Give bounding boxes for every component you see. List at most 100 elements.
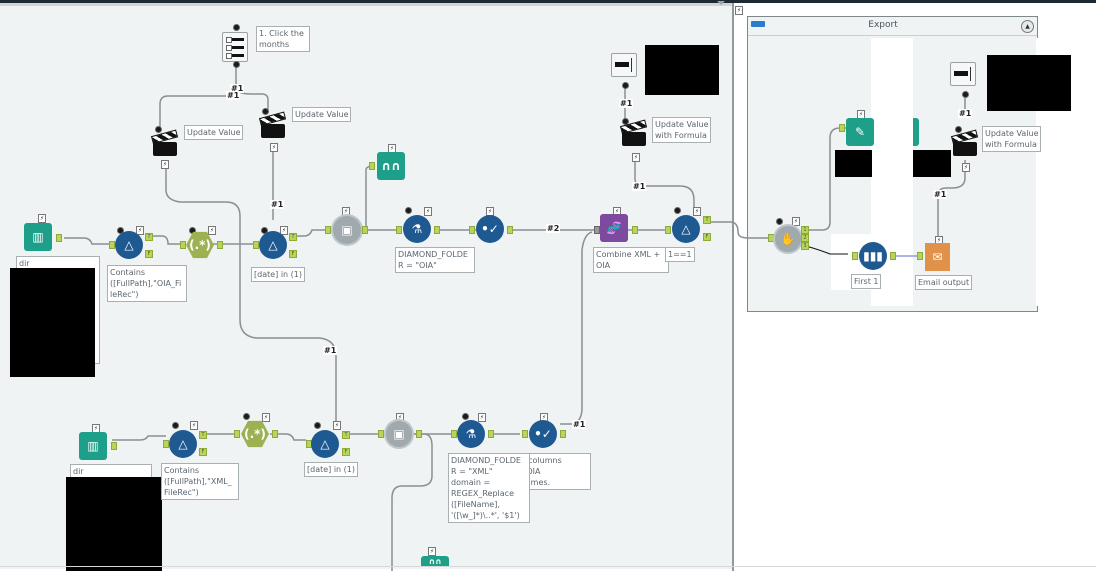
false-anchor[interactable]: F — [342, 448, 350, 456]
regex-icon[interactable]: (.*) — [186, 231, 214, 259]
output-anchor[interactable] — [507, 226, 513, 234]
dynamic-input-icon[interactable]: ▣ — [333, 216, 361, 244]
output-anchor[interactable] — [416, 430, 422, 438]
lightning-icon[interactable]: ⚡ — [693, 207, 701, 216]
output-anchor[interactable] — [362, 226, 368, 234]
output-anchor[interactable] — [890, 252, 896, 260]
lightning-icon[interactable]: ⚡ — [136, 226, 144, 235]
formula-flask-icon[interactable]: ⚗ — [457, 420, 485, 448]
directory-icon[interactable]: ▥ — [79, 432, 107, 460]
formula-flask-icon[interactable]: ⚗ — [403, 215, 431, 243]
interface-question-anchor[interactable] — [233, 24, 240, 31]
collapse-button[interactable]: ▲ — [1021, 20, 1034, 33]
lightning-icon[interactable]: ⚡ — [342, 207, 350, 216]
container-header[interactable]: Export ▲ — [748, 17, 1037, 36]
directory-icon[interactable]: ▥ — [24, 223, 52, 251]
canvas-divider[interactable] — [732, 3, 734, 571]
true-anchor[interactable]: T — [703, 216, 711, 224]
output-anchor[interactable] — [560, 430, 566, 438]
true-anchor[interactable]: T — [342, 431, 350, 439]
scroll-caret-icon[interactable] — [717, 1, 725, 5]
select-icon[interactable]: •✓ — [529, 420, 557, 448]
output-anchor[interactable] — [434, 226, 440, 234]
action-question-anchor[interactable] — [155, 126, 162, 133]
output-anchor[interactable] — [217, 241, 223, 249]
true-anchor[interactable]: T — [145, 233, 153, 241]
input-anchor[interactable] — [469, 226, 475, 234]
lightning-icon[interactable]: ⚡ — [38, 214, 46, 223]
lightning-icon[interactable]: ⚡ — [428, 547, 436, 556]
true-anchor[interactable]: T — [289, 233, 297, 241]
lightning-icon[interactable]: ⚡ — [280, 226, 288, 235]
input-anchor[interactable] — [522, 430, 528, 438]
block-output-3[interactable]: 3 — [801, 242, 809, 250]
lightning-icon[interactable]: ⚡ — [792, 217, 800, 226]
lightning-icon[interactable]: ⚡ — [262, 413, 270, 422]
email-envelope-icon[interactable]: ✉ — [925, 243, 950, 271]
input-anchor[interactable] — [852, 252, 858, 260]
block-until-done-hand-icon[interactable]: ✋ — [775, 226, 801, 252]
interface-output-anchor[interactable] — [622, 82, 629, 89]
regex-question-anchor[interactable] — [243, 413, 250, 420]
input-anchor[interactable] — [768, 234, 774, 242]
input-anchor[interactable] — [917, 252, 923, 260]
input-anchor[interactable] — [839, 124, 845, 132]
action-question-anchor[interactable] — [262, 108, 269, 115]
input-anchor[interactable] — [451, 430, 457, 438]
output-anchor[interactable] — [56, 234, 62, 242]
filter-icon[interactable]: △ — [311, 430, 339, 458]
false-anchor[interactable]: F — [199, 448, 207, 456]
input-anchor[interactable] — [396, 226, 402, 234]
union-dna-icon[interactable]: 🧬 — [600, 214, 628, 242]
output-anchor[interactable] — [272, 430, 278, 438]
lightning-icon[interactable]: ⚡ — [478, 413, 486, 422]
container-lightning-icon[interactable]: ⚡ — [735, 6, 743, 15]
block-output-1[interactable]: 1 — [801, 226, 809, 234]
lightning-icon[interactable]: ⚡ — [208, 226, 216, 235]
false-anchor[interactable]: F — [289, 250, 297, 258]
input-anchor[interactable] — [378, 430, 384, 438]
action-question-anchor[interactable] — [955, 126, 962, 133]
select-icon[interactable]: •✓ — [476, 215, 504, 243]
interface-output-anchor[interactable] — [233, 61, 240, 68]
filter-icon[interactable]: △ — [672, 215, 700, 243]
input-anchor[interactable] — [253, 241, 259, 249]
filter-icon[interactable]: △ — [259, 231, 287, 259]
lightning-icon[interactable]: ⚡ — [161, 160, 169, 169]
dynamic-input-icon[interactable]: ▣ — [386, 421, 412, 447]
lightning-icon[interactable]: ⚡ — [270, 143, 278, 152]
action-clapper-icon[interactable] — [258, 111, 287, 138]
union-input-anchor[interactable] — [594, 226, 600, 234]
action-clapper-icon[interactable] — [150, 129, 179, 156]
true-anchor[interactable]: T — [199, 431, 207, 439]
text-box-icon[interactable] — [950, 62, 976, 86]
block-output-2[interactable]: 2 — [801, 234, 809, 242]
action-clapper-icon[interactable] — [619, 119, 648, 146]
input-anchor[interactable] — [369, 162, 375, 170]
browse-binoculars-icon[interactable]: ∩∩ — [421, 556, 449, 566]
input-anchor[interactable] — [665, 226, 671, 234]
lightning-icon[interactable]: ⚡ — [190, 421, 198, 430]
lightning-icon[interactable]: ⚡ — [962, 163, 970, 172]
filter-icon[interactable]: △ — [169, 430, 197, 458]
formula-question-anchor[interactable] — [462, 413, 469, 420]
false-anchor[interactable]: F — [145, 250, 153, 258]
action-clapper-icon[interactable] — [950, 129, 979, 156]
input-anchor[interactable] — [109, 241, 115, 249]
false-anchor[interactable]: F — [703, 233, 711, 241]
sample-icon[interactable]: ▮▮▮ — [859, 242, 887, 270]
filter-icon[interactable]: △ — [115, 231, 143, 259]
text-box-icon[interactable] — [611, 53, 637, 77]
output-anchor[interactable] — [111, 442, 117, 450]
lightning-icon[interactable]: ⚡ — [424, 207, 432, 216]
input-anchor[interactable] — [180, 241, 186, 249]
lightning-icon[interactable]: ⚡ — [632, 153, 640, 162]
input-anchor[interactable] — [325, 226, 331, 234]
output-anchor[interactable] — [632, 226, 638, 234]
interface-output-anchor[interactable] — [962, 91, 969, 98]
filter-question-anchor[interactable] — [172, 422, 179, 429]
checklist-icon[interactable] — [222, 32, 248, 62]
filter-question-anchor[interactable] — [674, 207, 681, 214]
lightning-icon[interactable]: ⚡ — [333, 421, 341, 430]
output-anchor[interactable] — [488, 430, 494, 438]
